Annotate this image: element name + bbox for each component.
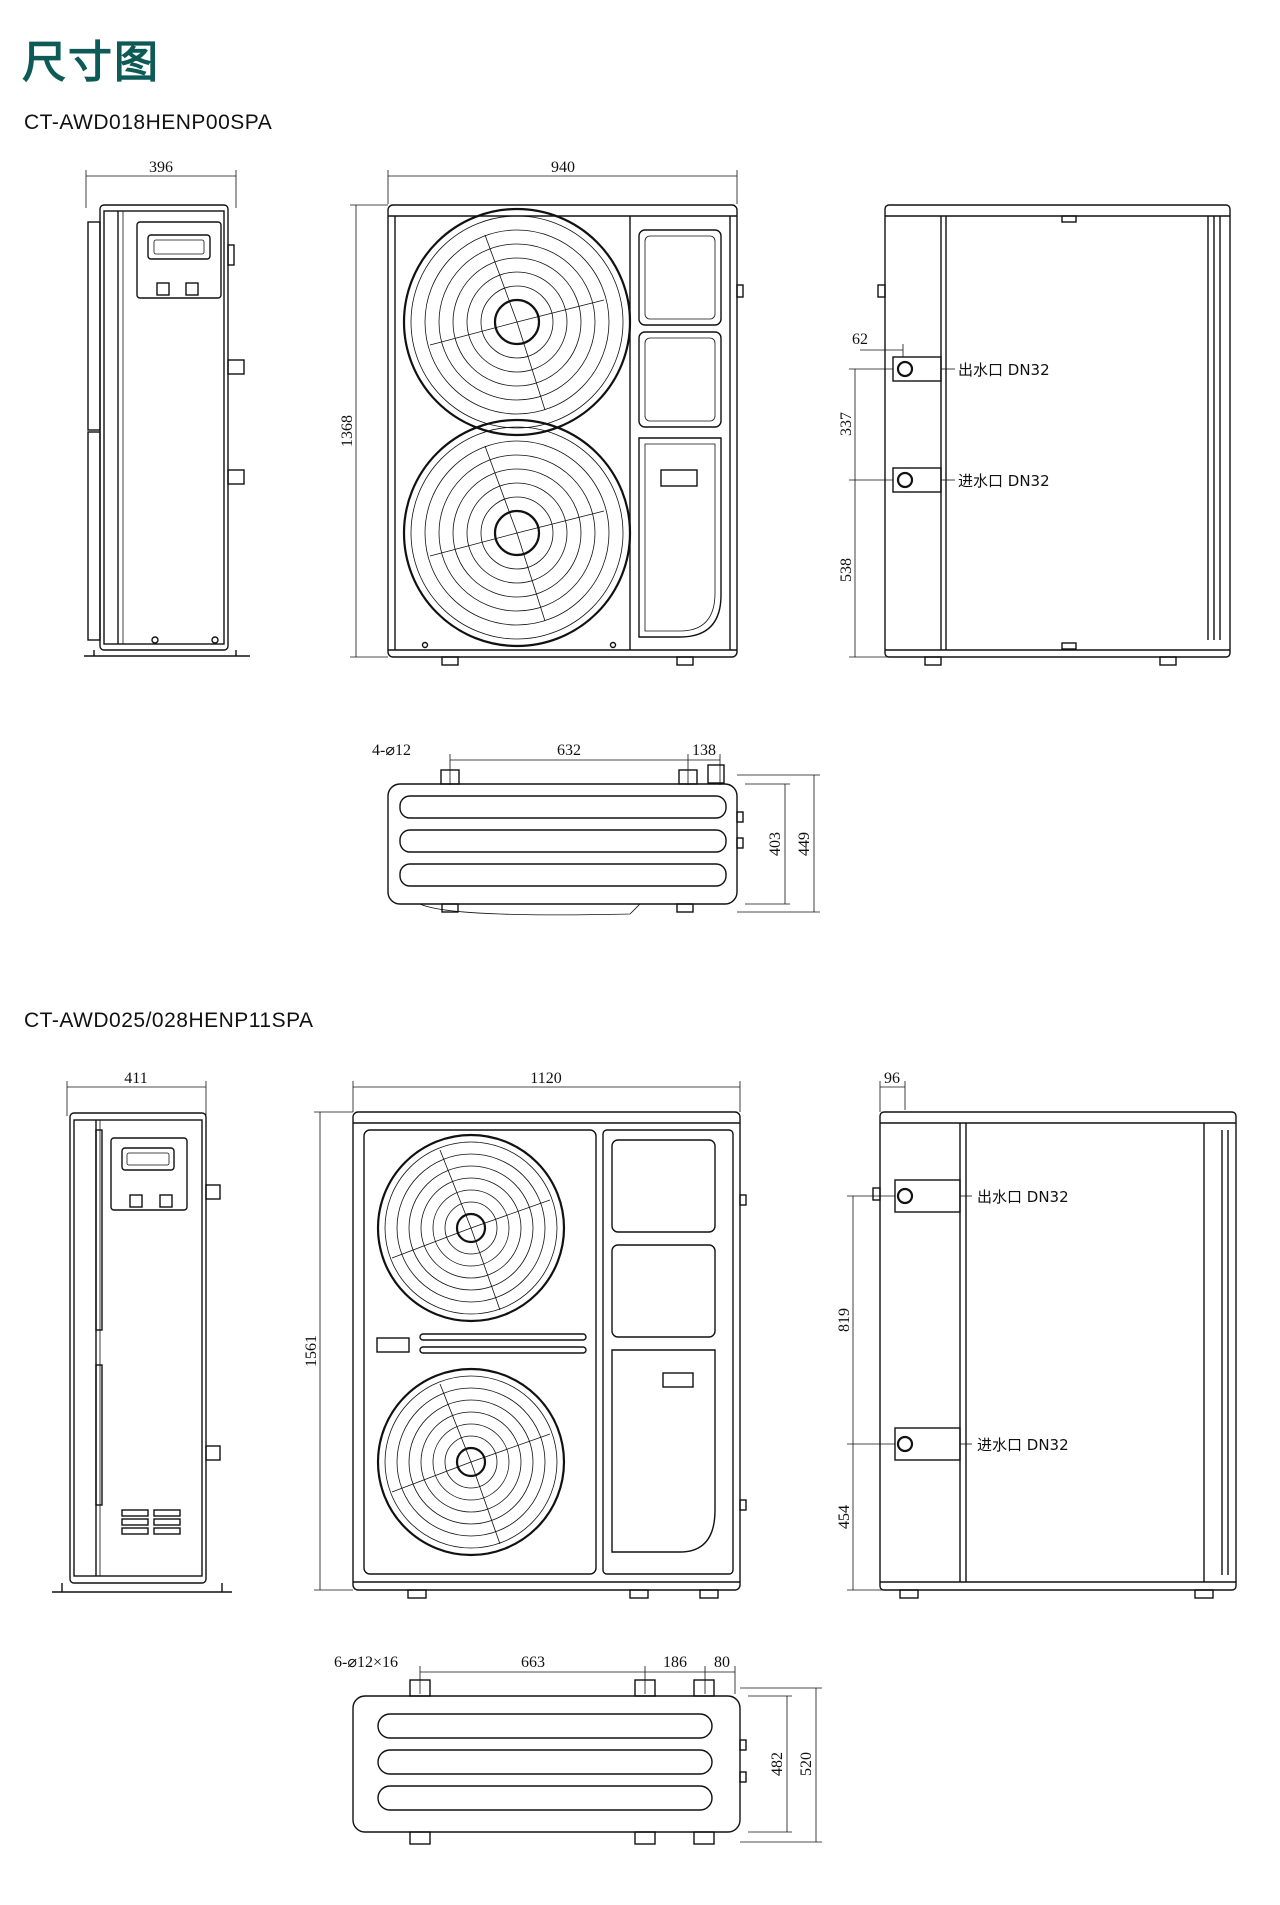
dim-front-width: 940 — [551, 159, 575, 176]
dim-depth-inner: 403 — [767, 832, 784, 856]
dim-inlet-height: 538 — [838, 558, 855, 582]
dim-hole-spacing-a: 663 — [521, 1654, 545, 1671]
dim-inlet-height: 454 — [836, 1505, 853, 1529]
dim-holes: 4-⌀12 — [372, 742, 411, 759]
dim-outlet-offset: 96 — [884, 1070, 900, 1087]
right-view: 96 出水口 DN32 进水口 DN32 819 454 — [836, 1070, 1237, 1599]
inlet-label: 进水口 DN32 — [958, 472, 1050, 490]
dim-hole-spacing-a: 632 — [557, 742, 581, 759]
dim-front-height: 1561 — [303, 1335, 320, 1367]
front-view: 1120 1561 — [303, 1070, 747, 1599]
dim-holes: 6-⌀12×16 — [334, 1654, 398, 1671]
dim-outlet-offset: 62 — [852, 331, 868, 348]
dim-depth-outer: 449 — [796, 832, 813, 856]
lower-fan — [376, 1367, 566, 1557]
dim-depth-outer: 520 — [798, 1752, 815, 1776]
dim-depth-inner: 482 — [769, 1752, 786, 1776]
model-name: CT-AWD025/028HENP11SPA — [24, 1009, 314, 1032]
model-1-drawing: 396 940 1368 — [84, 159, 1231, 916]
outlet-label: 出水口 DN32 — [977, 1188, 1069, 1206]
dim-pipe-spacing: 819 — [836, 1308, 853, 1332]
top-view: 6-⌀12×16 663 186 80 482 520 — [334, 1654, 822, 1845]
top-view: 4-⌀12 632 138 403 449 — [372, 742, 820, 916]
lower-fan — [402, 418, 632, 648]
side-view: 396 — [84, 159, 250, 657]
page-title: 尺寸图 — [22, 37, 160, 88]
dim-front-height: 1368 — [339, 415, 356, 447]
right-view: 62 出水口 DN32 进水口 DN32 337 538 — [838, 204, 1231, 666]
front-view: 940 1368 — [339, 159, 744, 666]
inlet-label: 进水口 DN32 — [977, 1436, 1069, 1454]
dim-side-width: 396 — [149, 159, 173, 176]
dim-hole-spacing-b: 186 — [663, 1654, 687, 1671]
dim-side-width: 411 — [124, 1070, 147, 1087]
dim-hole-spacing-c: 80 — [714, 1654, 730, 1671]
upper-fan — [402, 207, 632, 437]
dim-pipe-spacing: 337 — [838, 412, 855, 436]
upper-fan — [376, 1133, 566, 1323]
outlet-label: 出水口 DN32 — [958, 361, 1050, 379]
dim-hole-spacing-b: 138 — [692, 742, 716, 759]
side-view: 411 — [52, 1070, 232, 1593]
model-name: CT-AWD018HENP00SPA — [24, 111, 273, 134]
model-2-drawing: 411 1120 1561 — [52, 1070, 1237, 1845]
dim-front-width: 1120 — [530, 1070, 561, 1087]
